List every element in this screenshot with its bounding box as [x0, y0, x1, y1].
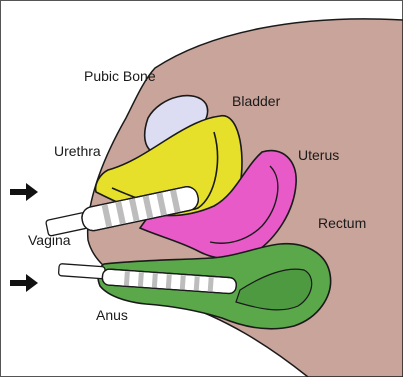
label-uterus: Uterus [298, 147, 339, 163]
label-bladder: Bladder [232, 93, 281, 109]
anal-probe-band [208, 277, 214, 291]
label-pubic-bone: Pubic Bone [84, 68, 156, 84]
anal-probe-handle [58, 264, 105, 279]
anal-probe-band [194, 276, 200, 290]
label-anus: Anus [96, 307, 128, 323]
label-urethra: Urethra [54, 143, 101, 159]
label-vagina: Vagina [28, 232, 71, 248]
anal-probe-band [180, 275, 186, 289]
anal-probe-band [152, 273, 158, 287]
anal-probe-band [124, 271, 130, 285]
anal-probe-band [166, 274, 172, 288]
label-rectum: Rectum [318, 215, 366, 231]
anal-probe-band [138, 272, 144, 286]
